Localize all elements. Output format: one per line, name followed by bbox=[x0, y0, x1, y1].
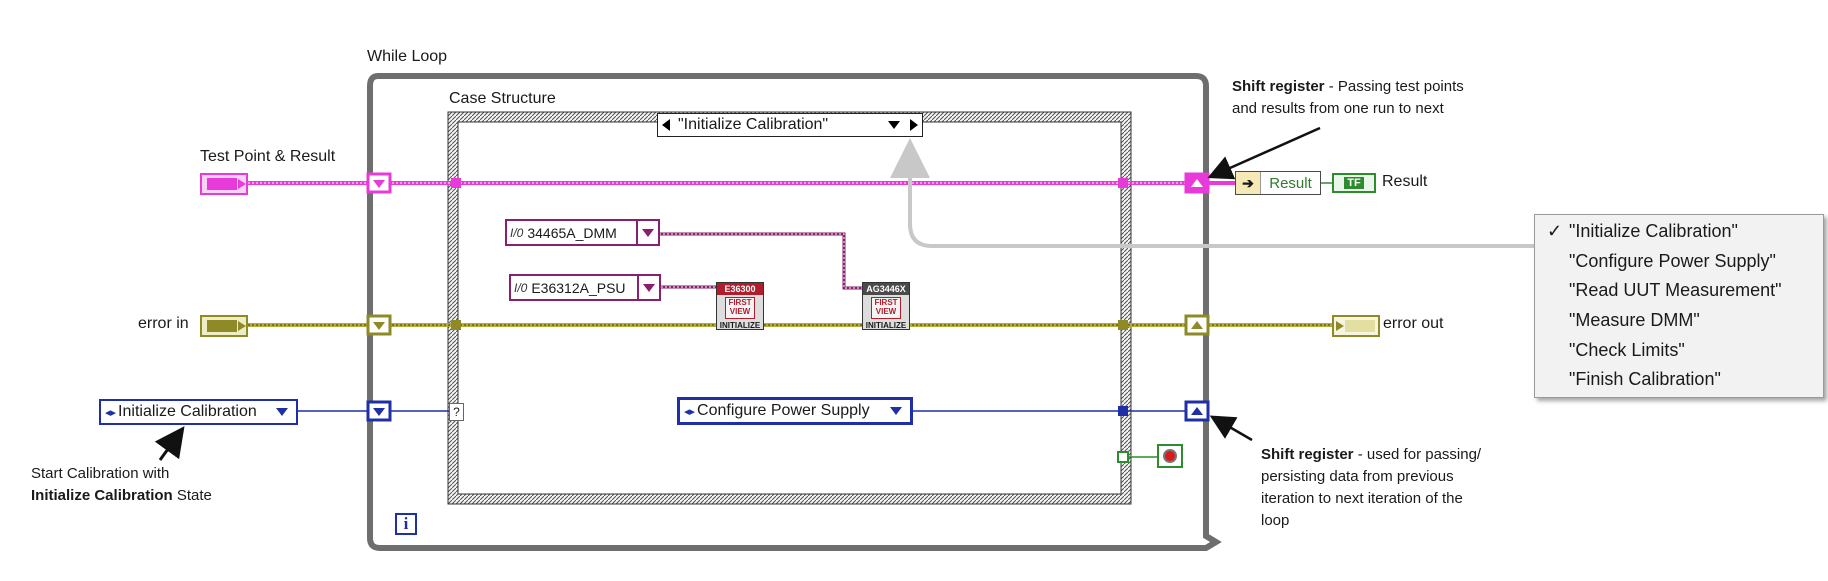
chevron-down-icon[interactable] bbox=[643, 283, 655, 292]
result-terminal-label: Result bbox=[1382, 173, 1428, 190]
shift-register-right-error[interactable] bbox=[1184, 314, 1210, 336]
menu-item-finish-calibration[interactable]: "Finish Calibration" bbox=[1535, 365, 1823, 393]
annotation-arrow-bottom bbox=[1209, 415, 1253, 442]
while-loop-label: While Loop bbox=[367, 48, 448, 65]
checkmark-icon: ✓ bbox=[1547, 221, 1563, 241]
next-state-enum[interactable]: ◂▸ Configure Power Supply bbox=[677, 397, 913, 425]
chevron-down-icon[interactable] bbox=[890, 407, 902, 415]
test-point-control-icon[interactable] bbox=[200, 173, 248, 195]
visa-resource-icon: I/0 bbox=[514, 280, 528, 295]
note-text: Start Calibration with bbox=[31, 465, 170, 482]
case-structure-label: Case Structure bbox=[449, 90, 556, 107]
error-out-label: error out bbox=[1383, 315, 1444, 332]
psu-vi-header: E36300 bbox=[717, 283, 763, 295]
stop-button-icon[interactable] bbox=[1157, 444, 1183, 468]
dmm-resource-name: 34465A_DMM bbox=[527, 224, 617, 241]
annotation-arrow-start bbox=[154, 426, 185, 461]
start-calibration-note: Start Calibration with Initialize Calibr… bbox=[31, 463, 212, 507]
case-selector-value: "Initialize Calibration" bbox=[678, 116, 829, 133]
note-text: persisting data from previous bbox=[1261, 468, 1454, 485]
start-state-enum-value: Initialize Calibration bbox=[118, 403, 257, 420]
next-case-icon[interactable] bbox=[910, 119, 918, 131]
case-selector-terminal[interactable]: ? bbox=[449, 403, 464, 421]
annotation-arrow-top bbox=[1207, 126, 1321, 180]
chevron-down-icon[interactable] bbox=[888, 121, 900, 129]
enum-arrows-icon: ◂▸ bbox=[105, 406, 117, 419]
shift-register-right-state[interactable] bbox=[1184, 400, 1210, 422]
menu-item-configure-power-supply[interactable]: "Configure Power Supply" bbox=[1535, 247, 1823, 275]
note-text: iteration to next iteration of the bbox=[1261, 490, 1463, 507]
shift-register-left-state[interactable] bbox=[366, 400, 392, 422]
menu-item-label: "Read UUT Measurement" bbox=[1569, 280, 1782, 300]
test-point-label: Test Point & Result bbox=[200, 148, 336, 165]
instrument-initialize-vi-icon: FIRST VIEW bbox=[725, 297, 755, 319]
menu-item-label: "Configure Power Supply" bbox=[1569, 251, 1776, 271]
menu-callout-arrow bbox=[890, 138, 1534, 248]
dmm-vi-header: AG3446X bbox=[863, 283, 909, 295]
menu-item-label: "Check Limits" bbox=[1569, 340, 1685, 360]
result-boolean-terminal[interactable]: TF bbox=[1332, 173, 1376, 193]
error-out-indicator-icon[interactable] bbox=[1332, 315, 1380, 337]
error-in-control-icon[interactable] bbox=[200, 315, 248, 337]
arrow-right-icon: ➔ bbox=[1236, 172, 1261, 194]
psu-vi-footer: INITIALIZE bbox=[719, 321, 761, 330]
loop-iteration-icon[interactable]: i bbox=[395, 513, 417, 535]
shift-register-note-bottom: Shift register - used for passing/ persi… bbox=[1261, 444, 1481, 532]
while-loop[interactable] bbox=[367, 73, 1222, 551]
boolean-tf-icon: TF bbox=[1344, 177, 1364, 189]
shift-register-note-top: Shift register - Passing test points and… bbox=[1232, 76, 1464, 120]
menu-item-label: "Measure DMM" bbox=[1569, 310, 1700, 330]
menu-item-measure-dmm[interactable]: "Measure DMM" bbox=[1535, 306, 1823, 334]
visa-wires[interactable] bbox=[659, 232, 862, 290]
psu-initialize-vi[interactable]: E36300 FIRST VIEW INITIALIZE bbox=[716, 282, 764, 330]
dmm-visa-resource[interactable]: I/0 34465A_DMM bbox=[505, 219, 660, 246]
menu-item-label: "Initialize Calibration" bbox=[1569, 221, 1738, 241]
case-tunnels bbox=[451, 178, 1129, 463]
case-selector-menu: ✓ "Initialize Calibration" "Configure Po… bbox=[1534, 214, 1824, 398]
shift-register-right-cluster[interactable] bbox=[1184, 172, 1210, 194]
visa-resource-icon: I/0 bbox=[510, 225, 524, 240]
menu-item-read-uut-measurement[interactable]: "Read UUT Measurement" bbox=[1535, 276, 1823, 304]
result-indicator[interactable]: ➔ Result bbox=[1235, 171, 1321, 195]
chevron-down-icon[interactable] bbox=[276, 408, 288, 416]
start-state-enum[interactable]: ◂▸ Initialize Calibration bbox=[99, 399, 298, 425]
instrument-initialize-vi-icon: FIRST VIEW bbox=[871, 297, 901, 319]
dmm-initialize-vi[interactable]: AG3446X FIRST VIEW INITIALIZE bbox=[862, 282, 910, 330]
shift-register-left-cluster[interactable] bbox=[366, 172, 392, 194]
case-selector[interactable]: "Initialize Calibration" bbox=[657, 113, 923, 137]
result-indicator-label: Result bbox=[1269, 174, 1312, 192]
note-text: - Passing test points bbox=[1324, 78, 1464, 95]
note-bold: Initialize Calibration bbox=[31, 487, 173, 504]
shift-register-left-error[interactable] bbox=[366, 314, 392, 336]
error-in-label: error in bbox=[138, 315, 189, 332]
psu-resource-name: E36312A_PSU bbox=[531, 279, 626, 296]
note-text: loop bbox=[1261, 512, 1290, 529]
menu-item-check-limits[interactable]: "Check Limits" bbox=[1535, 336, 1823, 364]
note-text: and results from one run to next bbox=[1232, 100, 1444, 117]
psu-visa-resource[interactable]: I/0 E36312A_PSU bbox=[509, 274, 661, 301]
note-text: State bbox=[172, 487, 212, 504]
menu-item-initialize-calibration[interactable]: ✓ "Initialize Calibration" bbox=[1535, 217, 1823, 245]
chevron-down-icon[interactable] bbox=[642, 228, 654, 237]
case-structure[interactable] bbox=[447, 111, 1132, 505]
note-title: Shift register bbox=[1261, 446, 1354, 463]
previous-case-icon[interactable] bbox=[662, 119, 670, 131]
next-state-enum-value: Configure Power Supply bbox=[697, 402, 870, 419]
note-title: Shift register bbox=[1232, 78, 1325, 95]
menu-item-label: "Finish Calibration" bbox=[1569, 369, 1721, 389]
dmm-vi-footer: INITIALIZE bbox=[865, 321, 907, 330]
enum-arrows-icon: ◂▸ bbox=[684, 405, 696, 418]
note-text: - used for passing/ bbox=[1353, 446, 1482, 463]
